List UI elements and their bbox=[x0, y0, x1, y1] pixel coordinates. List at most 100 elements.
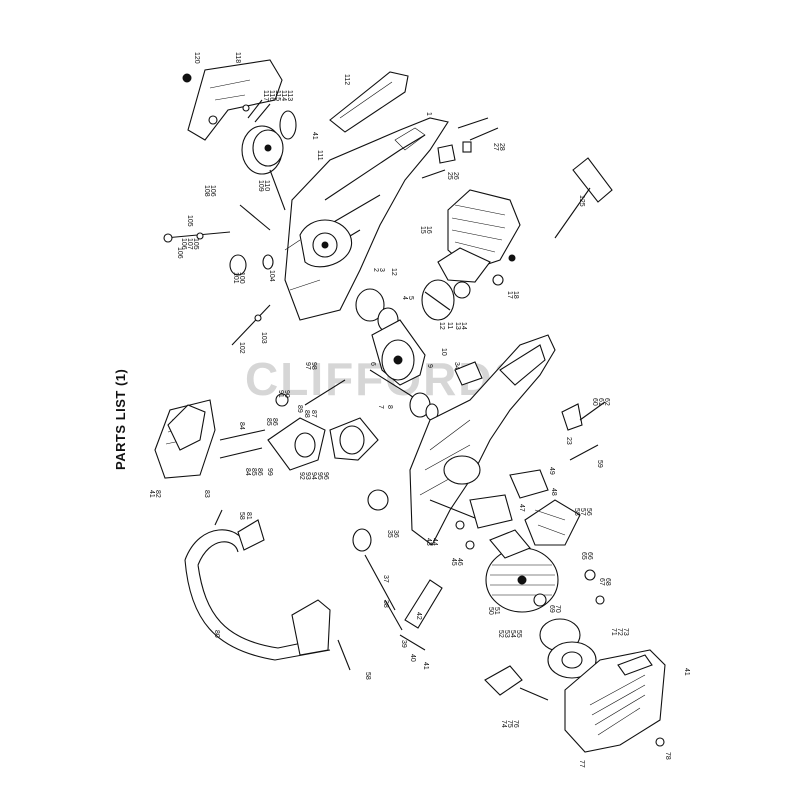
part-number-label: 25 bbox=[446, 172, 453, 180]
part-number-label: 111 bbox=[316, 150, 323, 161]
part-number-label: 34 bbox=[453, 362, 460, 370]
part-number-label: 110 bbox=[263, 180, 270, 191]
part-number-label: 100 bbox=[238, 272, 245, 284]
part-number-label: 55 bbox=[515, 630, 522, 638]
scrench-tool bbox=[554, 157, 613, 239]
drive-shaft-group bbox=[352, 489, 443, 651]
part-number-label: 78 bbox=[664, 752, 671, 760]
part-number-label: 56 bbox=[585, 508, 592, 516]
part-number-label: 77 bbox=[578, 760, 585, 768]
part-number-label: 41 bbox=[422, 662, 429, 670]
part-number-label: 84 bbox=[238, 422, 245, 430]
lower-housing bbox=[409, 334, 556, 546]
part-number-label: 105 bbox=[186, 215, 193, 227]
part-number-label: 67 bbox=[598, 578, 605, 586]
part-number-label: 9 bbox=[426, 364, 433, 368]
part-number-label: 27 bbox=[492, 143, 499, 151]
part-number-label: 18 bbox=[512, 291, 519, 299]
part-number-label: 26 bbox=[452, 172, 459, 180]
part-number-label: 113 bbox=[286, 90, 293, 101]
part-number-label: 120 bbox=[193, 52, 200, 64]
part-number-label: 103 bbox=[260, 332, 267, 344]
part-number-label: 48 bbox=[550, 488, 557, 496]
part-number-label: 66 bbox=[586, 552, 593, 560]
small-hardware-upper bbox=[421, 117, 499, 179]
part-number-label: 84 bbox=[244, 468, 251, 476]
part-number-label: 116 bbox=[268, 90, 275, 101]
part-number-label: 108 bbox=[203, 185, 210, 197]
part-number-label: 41 bbox=[148, 490, 155, 498]
top-guard-group bbox=[182, 59, 409, 175]
ignition-group bbox=[455, 469, 549, 550]
part-number-label: 83 bbox=[203, 490, 210, 498]
part-number-label: 61 bbox=[597, 398, 604, 406]
part-number-label: 1 bbox=[425, 112, 432, 116]
part-number-label: 57 bbox=[579, 508, 586, 516]
part-number-label: 87 bbox=[310, 410, 317, 418]
part-number-label: 106 bbox=[209, 185, 216, 197]
part-number-label: 40 bbox=[409, 654, 416, 662]
crankshaft-group bbox=[355, 288, 439, 421]
part-number-label: 45 bbox=[450, 558, 457, 566]
part-number-label: 114 bbox=[280, 90, 287, 101]
pull-handle bbox=[484, 665, 549, 701]
cylinder-group bbox=[421, 189, 521, 321]
part-number-label: 93 bbox=[304, 472, 311, 480]
part-number-label: 15 bbox=[419, 226, 426, 234]
part-number-label: 23 bbox=[565, 437, 572, 445]
part-number-label: 11 bbox=[446, 322, 453, 329]
part-number-label: 94 bbox=[310, 472, 317, 480]
part-number-label: 41 bbox=[311, 132, 318, 140]
part-number-label: 86 bbox=[271, 418, 278, 426]
part-number-label: 58 bbox=[364, 672, 371, 680]
part-number-label: 28 bbox=[498, 143, 505, 151]
part-number-label: 75 bbox=[506, 720, 513, 728]
part-number-label: 54 bbox=[509, 630, 516, 638]
part-number-label: 41 bbox=[683, 668, 690, 676]
part-number-label: 97 bbox=[304, 362, 311, 370]
part-number-label: 90 bbox=[283, 390, 290, 398]
part-number-label: 6 bbox=[369, 362, 376, 366]
part-number-label: 62 bbox=[603, 398, 610, 406]
part-number-label: 69 bbox=[548, 605, 555, 613]
starter-housing bbox=[564, 649, 666, 753]
part-number-label: 115 bbox=[274, 90, 281, 101]
part-number-label: 12 bbox=[438, 322, 445, 330]
carburetor-group bbox=[154, 379, 379, 479]
part-number-label: 14 bbox=[460, 322, 467, 330]
part-number-label: 17 bbox=[506, 291, 513, 299]
part-number-label: 73 bbox=[622, 628, 629, 636]
part-number-label: 58 bbox=[573, 508, 580, 516]
part-number-label: 101 bbox=[232, 272, 239, 284]
page-title: PARTS LIST (1) bbox=[113, 369, 128, 470]
part-number-label: 53 bbox=[503, 630, 510, 638]
part-number-label: 85 bbox=[265, 418, 272, 426]
part-number-label: 109 bbox=[257, 180, 264, 192]
part-number-label: 102 bbox=[238, 342, 245, 354]
part-number-label: 95 bbox=[316, 472, 323, 480]
part-number-label: 71 bbox=[610, 628, 617, 636]
left-fasteners bbox=[163, 169, 286, 346]
part-number-label: 106 bbox=[180, 238, 187, 250]
part-number-label: 89 bbox=[296, 405, 303, 413]
part-number-label: 118 bbox=[234, 52, 241, 63]
part-number-label: 92 bbox=[298, 472, 305, 480]
part-number-label: 98 bbox=[310, 362, 317, 370]
part-number-label: 47 bbox=[518, 504, 525, 512]
part-number-label: 112 bbox=[343, 74, 350, 85]
part-number-label: 35 bbox=[386, 530, 393, 538]
part-number-label: 91 bbox=[277, 390, 284, 398]
part-number-label: 4 bbox=[401, 296, 408, 300]
part-number-label: 86 bbox=[256, 468, 263, 476]
part-number-label: 105 bbox=[192, 238, 199, 250]
part-number-label: 96 bbox=[322, 472, 329, 480]
part-number-label: 81 bbox=[245, 512, 252, 520]
part-number-label: 37 bbox=[382, 575, 389, 583]
part-number-label: 12 bbox=[390, 268, 397, 276]
part-number-label: 51 bbox=[493, 607, 500, 615]
part-number-label: 7 bbox=[377, 405, 384, 409]
part-number-label: 82 bbox=[154, 490, 161, 498]
part-number-label: 80 bbox=[213, 630, 220, 638]
